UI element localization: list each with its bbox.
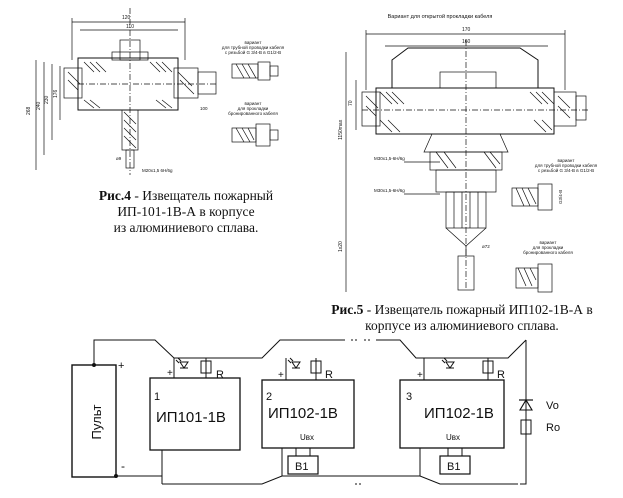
det2-uvx: Uвх xyxy=(300,433,314,442)
fig4-dim-4: 240 xyxy=(36,101,42,110)
circuit-diagram xyxy=(71,339,533,485)
fig4-caption-line3: из алюминиевого сплава. xyxy=(113,220,259,235)
circuit-labels: Пульт + - 1 + R ИП101-1В 2 + R ИП102-1В … xyxy=(89,360,560,473)
fig5-dim-5: 1x20 xyxy=(338,241,344,252)
fig4-dim-3: 268 xyxy=(26,106,32,115)
det3-r: R xyxy=(497,369,505,381)
fig5-dim-6: M30x1,5-6H/6g xyxy=(374,156,405,161)
fig4-dim-1: 120 xyxy=(122,15,131,21)
det3-b1: B1 xyxy=(447,461,460,473)
det2-plus: + xyxy=(278,370,284,381)
fig5-dim-4: 1150max xyxy=(338,119,344,140)
fig4-dim-6: 176 xyxy=(53,89,59,98)
fig4-dim-8: M20x1,5 6H/6g xyxy=(142,168,173,173)
svg-text:G3/4-B: G3/4-B xyxy=(558,190,563,204)
vo-label: Vo xyxy=(546,400,559,412)
fig4-caption-number: Рис.4 xyxy=(98,188,132,203)
panel-label: Пульт xyxy=(89,405,104,440)
det3-name: ИП102-1В xyxy=(424,405,494,422)
det1-name: ИП101-1В xyxy=(156,409,226,426)
fig4-caption: Рис.4 - Извещатель пожарный ИП-101-1В-А … xyxy=(96,188,276,236)
fig4-drawing: 120 110 268 240 230 176 M20x1,5 6H/6g ø9… xyxy=(26,8,279,175)
det2-number: 2 xyxy=(266,391,272,403)
fig5-caption-number: Рис.5 xyxy=(331,302,364,317)
fig5-header: Вариант для открытой прокладки кабеля xyxy=(388,13,493,20)
panel-plus: + xyxy=(118,360,124,372)
fig5-caption-line1: - Извещатель пожарный ИП102-1В-А в xyxy=(363,302,593,317)
det1-plus: + xyxy=(167,368,173,379)
det1-number: 1 xyxy=(154,391,160,403)
det3-number: 3 xyxy=(406,391,412,403)
fig4-dim-9: ø9 xyxy=(116,156,122,161)
ro-label: Ro xyxy=(546,422,560,434)
fig5-dim-7: M30x1,5-6H/6g xyxy=(374,188,405,193)
det2-r: R xyxy=(325,369,333,381)
fig4-dim-5: 230 xyxy=(44,95,50,104)
det1-r: R xyxy=(216,369,224,381)
det2-b1: B1 xyxy=(295,461,308,473)
fig4-caption-line2: ИП-101-1В-А в корпусе xyxy=(117,204,255,219)
fig5-dim-8: ø72 xyxy=(482,244,490,249)
fig5-caption: Рис.5 - Извещатель пожарный ИП102-1В-А в… xyxy=(312,302,612,334)
fig5-dim-3: 70 xyxy=(348,100,354,106)
fig5-drawing: 170 160 1150max 70 1x20 ø72 xyxy=(338,27,588,293)
det2-name: ИП102-1В xyxy=(268,405,338,422)
fig5-caption-line2: корпусе из алюминиевого сплава. xyxy=(365,318,559,333)
panel-minus: - xyxy=(121,459,125,473)
fig5-dim-1: 170 xyxy=(462,27,471,33)
det3-uvx: Uвх xyxy=(446,433,460,442)
fig4-caption-line1: - Извещатель пожарный xyxy=(131,188,274,203)
det3-plus: + xyxy=(417,370,423,381)
fig4-dim-7: 100 xyxy=(200,106,208,111)
